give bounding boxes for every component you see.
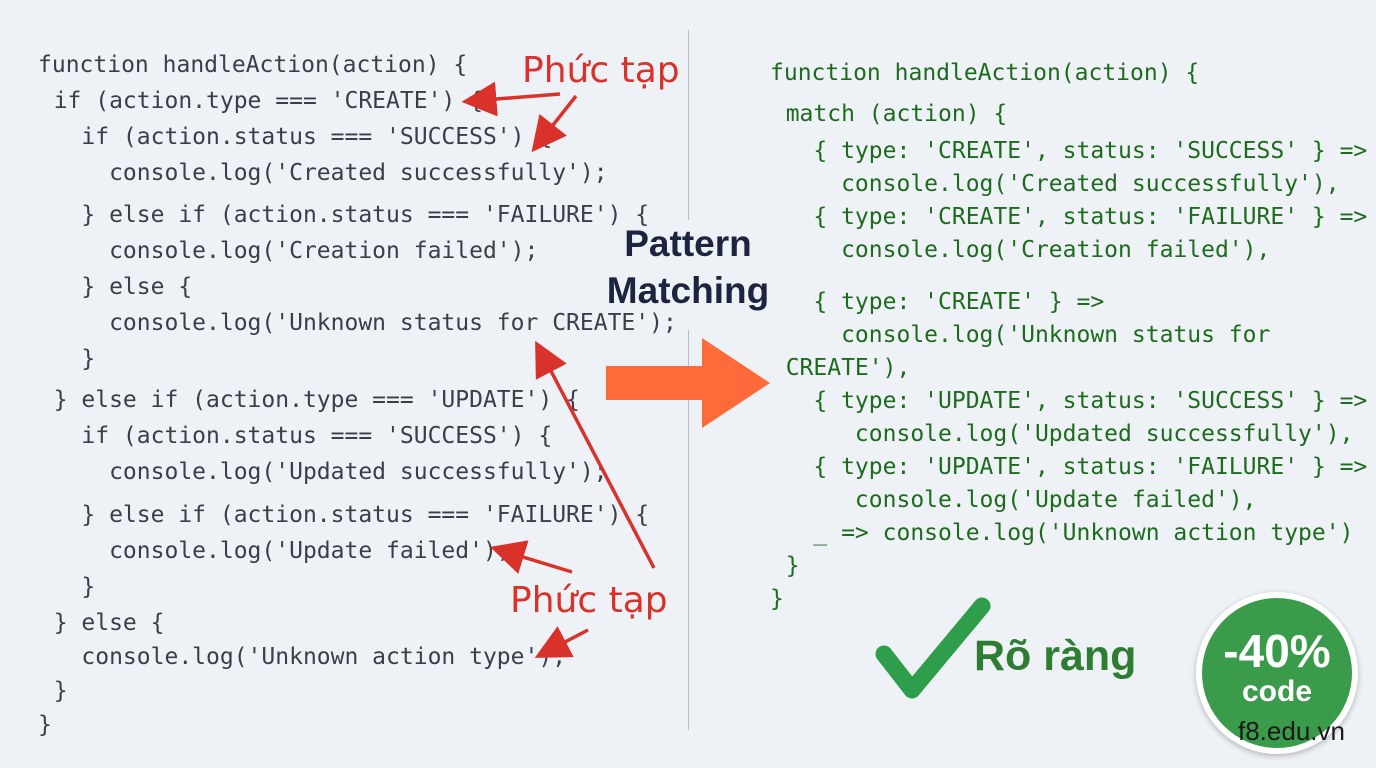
code-line: console.log('Unknown status for CREATE')… [26,310,677,336]
code-line: console.log('Update failed'), [758,487,1257,513]
code-line: } [26,574,96,600]
code-line: } else if (action.type === 'UPDATE') { [26,387,580,413]
code-line: { type: 'CREATE', status: 'SUCCESS' } => [758,138,1368,164]
code-line: CREATE'), [758,355,911,381]
badge-unit: code [1241,675,1313,708]
code-line: console.log('Unknown status for [758,322,1271,348]
badge-percent: -40% [1223,625,1331,677]
code-line: } [26,346,96,372]
code-line: if (action.type === 'CREATE') { [26,88,483,114]
code-line: { type: 'CREATE', status: 'FAILURE' } => [758,204,1368,230]
title-line-1: Pattern [624,223,752,264]
code-line: console.log('Creation failed'); [26,238,539,264]
title-line-2: Matching [606,270,770,311]
code-line: if (action.status === 'SUCCESS') { [26,124,553,150]
code-line: console.log('Updated successfully'); [26,459,608,485]
code-line: console.log('Created successfully'), [758,171,1340,197]
red-arrow-icon [489,540,573,574]
code-line: console.log('Created successfully'); [26,160,608,186]
code-line: } [758,553,800,579]
pattern-matching-title: Pattern Matching [596,220,780,314]
red-arrow-icon [534,626,589,658]
complex-annotation-top: Phức tạp [522,50,680,91]
complex-annotation-bottom: Phức tạp [510,580,668,621]
code-line: match (action) { [758,101,1008,127]
red-arrow-icon [531,94,578,153]
after-code-block: function handleAction(action) { match (a… [770,60,1367,612]
code-line: function handleAction(action) { [770,60,1200,86]
code-line: { type: 'UPDATE', status: 'FAILURE' } => [758,454,1368,480]
divider-bottom [688,330,689,730]
code-line: } [38,712,52,738]
code-line: { type: 'CREATE' } => [758,289,1105,315]
code-line: function handleAction(action) { [38,52,468,78]
before-code-block: function handleAction(action) { if (acti… [38,52,677,738]
code-line: } else if (action.status === 'FAILURE') … [26,202,650,228]
site-watermark: f8.edu.vn [1238,716,1345,746]
code-line: } else { [26,610,165,636]
code-line: console.log('Update failed'); [26,538,511,564]
code-line: } else if (action.status === 'FAILURE') … [26,502,650,528]
code-line: } else { [26,274,193,300]
code-line: console.log('Updated successfully'), [758,421,1354,447]
code-line: } [26,678,68,704]
code-line: { type: 'UPDATE', status: 'SUCCESS' } => [758,388,1368,414]
checkmark-icon [875,597,991,699]
orange-arrow-icon [606,338,770,428]
code-line: if (action.status === 'SUCCESS') { [26,423,553,449]
code-reduction-badge: -40% code [1196,592,1358,754]
divider-top [688,30,689,220]
red-arrow-icon [535,340,656,569]
clear-label: Rõ ràng [974,632,1137,680]
code-line: console.log('Creation failed'), [758,237,1271,263]
red-arrow-icon [461,81,561,117]
code-line: _ => console.log('Unknown action type') [758,520,1354,546]
code-line: } [770,586,784,612]
